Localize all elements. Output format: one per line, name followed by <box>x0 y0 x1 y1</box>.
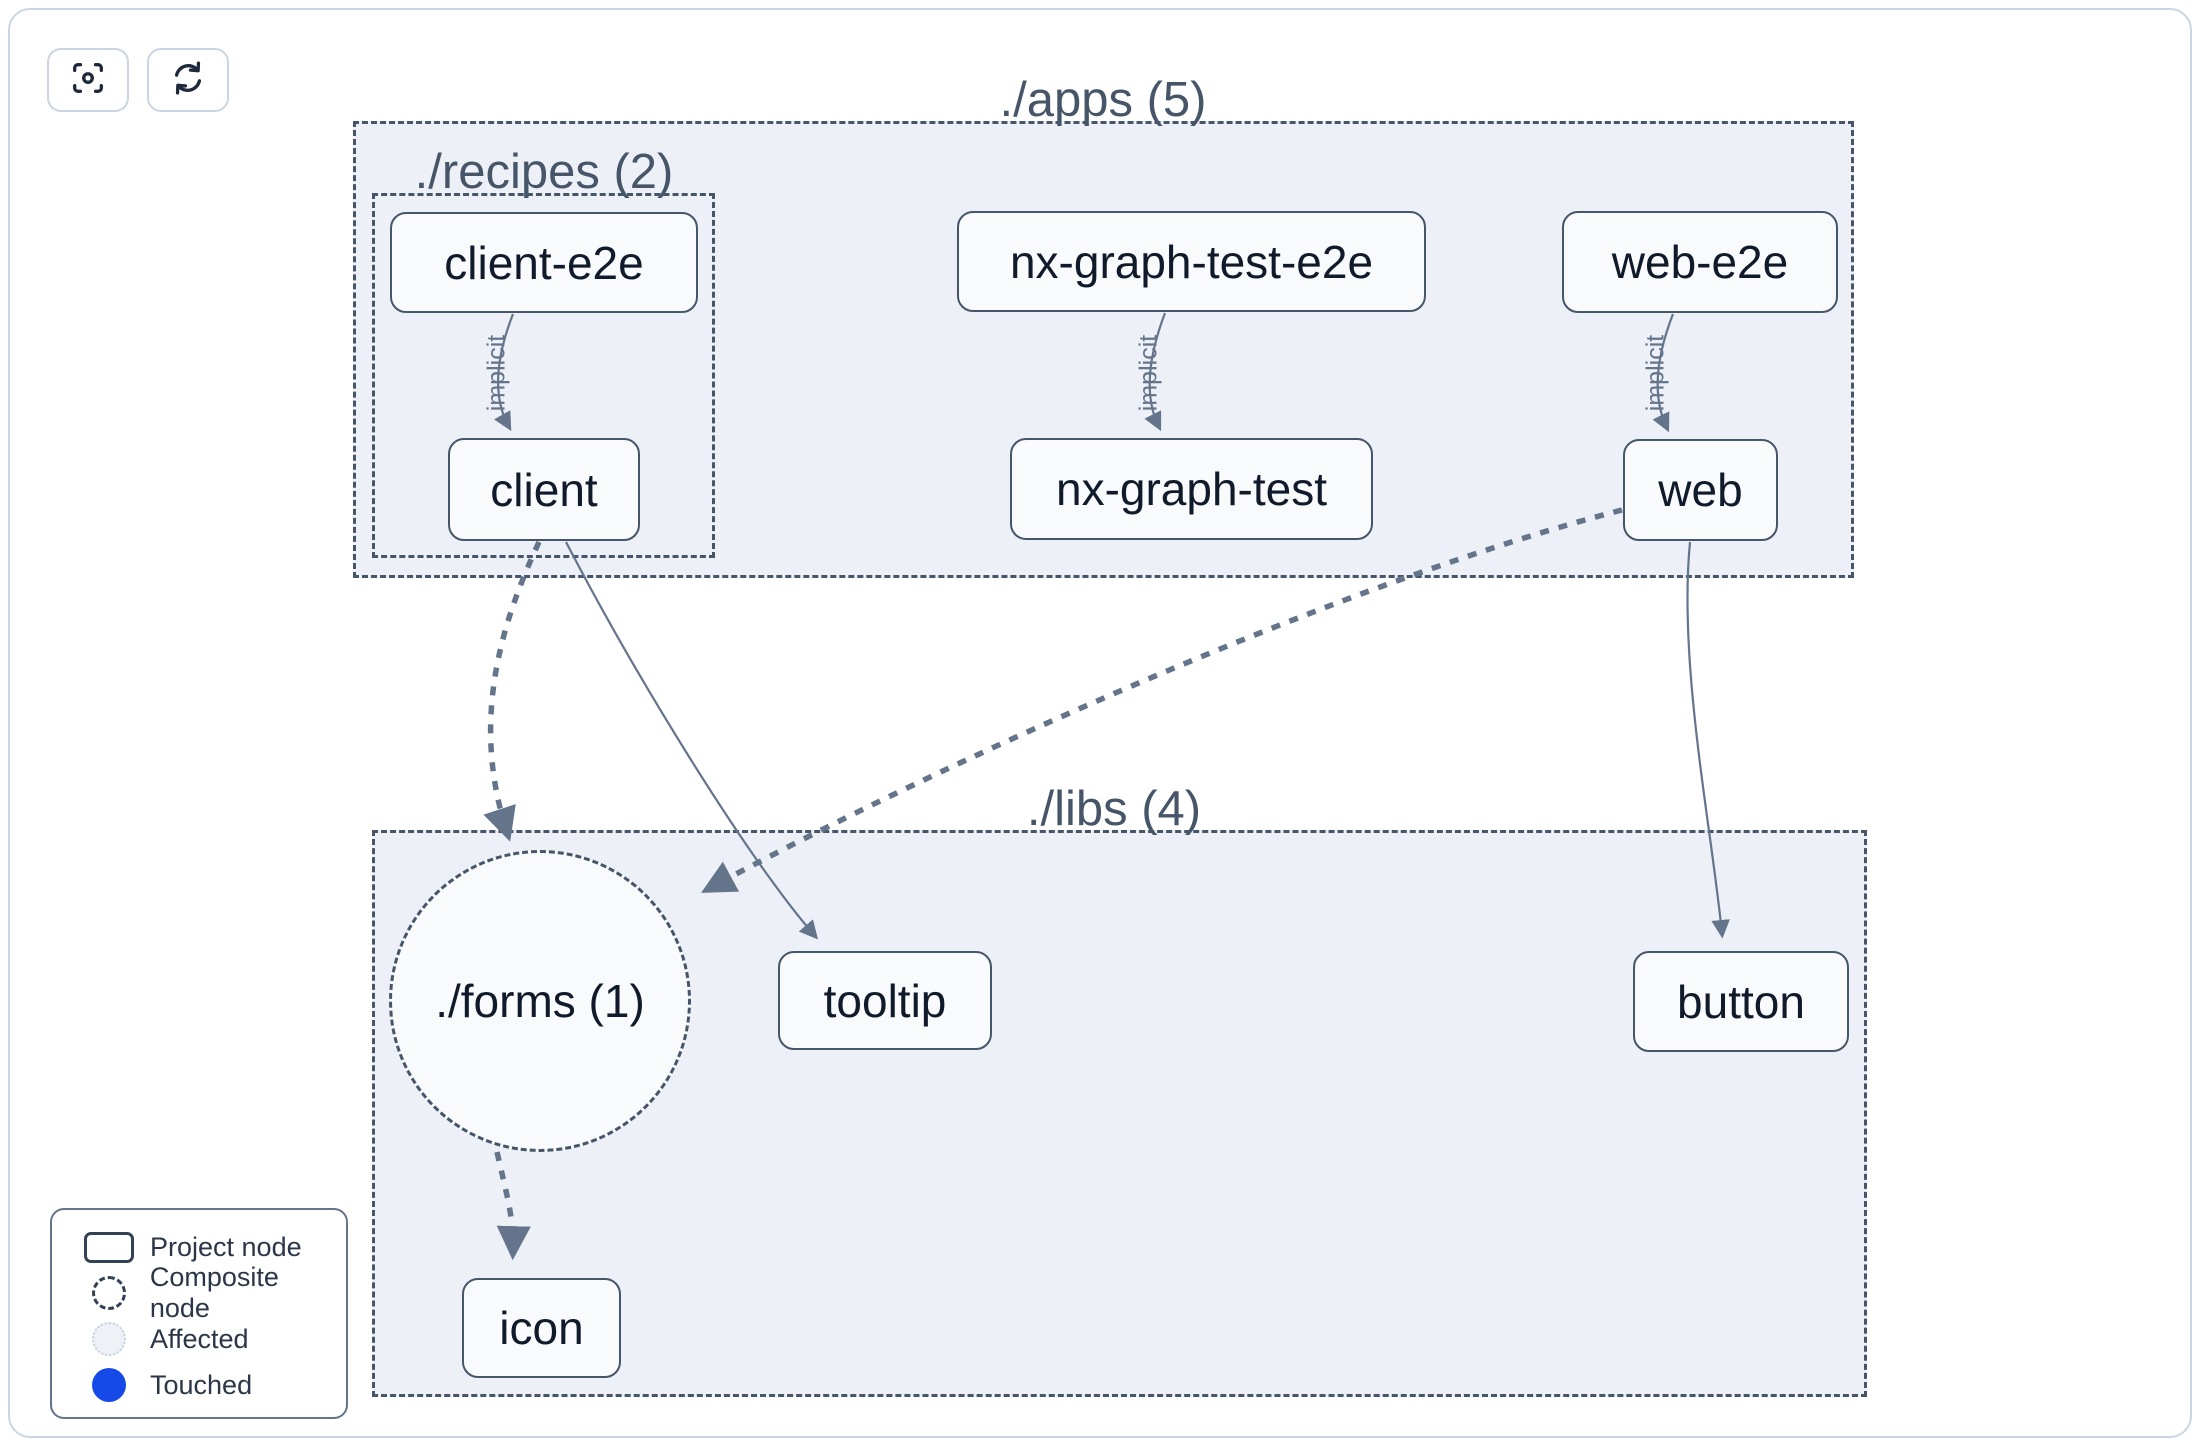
composite-node-forms-label: ./forms (1) <box>435 975 645 1027</box>
legend-label: Affected <box>150 1323 249 1354</box>
node-web-e2e[interactable]: web-e2e <box>1562 211 1838 313</box>
edge-label-implicit: implicit <box>1134 334 1163 412</box>
node-icon-label: icon <box>499 1302 584 1354</box>
recipes-group-label: ./recipes (2) <box>414 145 674 199</box>
refresh-icon <box>169 59 207 102</box>
composite-node-forms[interactable]: ./forms (1) <box>389 850 691 1152</box>
libs-group-label: ./libs (4) <box>1026 782 1202 836</box>
node-client[interactable]: client <box>448 438 640 541</box>
edge-client-to-forms <box>483 540 542 842</box>
node-button[interactable]: button <box>1633 951 1849 1052</box>
node-tooltip[interactable]: tooltip <box>778 951 992 1050</box>
refresh-button[interactable] <box>147 48 229 112</box>
focus-icon <box>69 59 107 102</box>
legend-label: Composite node <box>149 1262 279 1323</box>
project-node-icon <box>84 1231 134 1263</box>
edge-label-implicit: implicit <box>1641 334 1670 412</box>
node-web[interactable]: web <box>1623 439 1778 541</box>
focus-reset-button[interactable] <box>47 48 129 112</box>
graph-canvas: ./apps (5) ./recipes (2) ./libs (4) ./fo… <box>8 8 2192 1438</box>
affected-icon <box>92 1322 126 1356</box>
node-client-e2e[interactable]: client-e2e <box>390 212 698 313</box>
edge-label-implicit: implicit <box>482 334 511 412</box>
node-nx-graph-test[interactable]: nx-graph-test <box>1010 438 1373 540</box>
composite-node-icon <box>91 1276 126 1310</box>
legend-item-project-node: Project node <box>74 1224 346 1270</box>
node-client-e2e-label: client-e2e <box>444 236 644 289</box>
node-client-label: client <box>490 463 598 516</box>
node-tooltip-label: tooltip <box>823 974 947 1027</box>
node-web-e2e-label: web-e2e <box>1611 236 1789 288</box>
legend-label: Project node <box>150 1231 302 1262</box>
touched-icon <box>92 1368 126 1402</box>
node-web-label: web <box>1658 464 1743 516</box>
node-button-label: button <box>1677 975 1805 1028</box>
graph-toolbar <box>47 48 229 112</box>
legend-item-composite-node: Composite node <box>74 1262 346 1323</box>
legend-item-affected: Affected <box>74 1316 346 1362</box>
node-nx-graph-test-e2e-label: nx-graph-test-e2e <box>1009 235 1374 288</box>
legend: Project node Composite node Affected Tou… <box>50 1208 348 1419</box>
node-nx-graph-test-label: nx-graph-test <box>1055 463 1327 515</box>
legend-label: Touched <box>150 1369 253 1400</box>
apps-group-label: ./apps (5) <box>999 73 1207 127</box>
node-icon[interactable]: icon <box>462 1278 621 1378</box>
node-nx-graph-test-e2e[interactable]: nx-graph-test-e2e <box>957 211 1426 312</box>
legend-item-touched: Touched <box>74 1362 346 1408</box>
